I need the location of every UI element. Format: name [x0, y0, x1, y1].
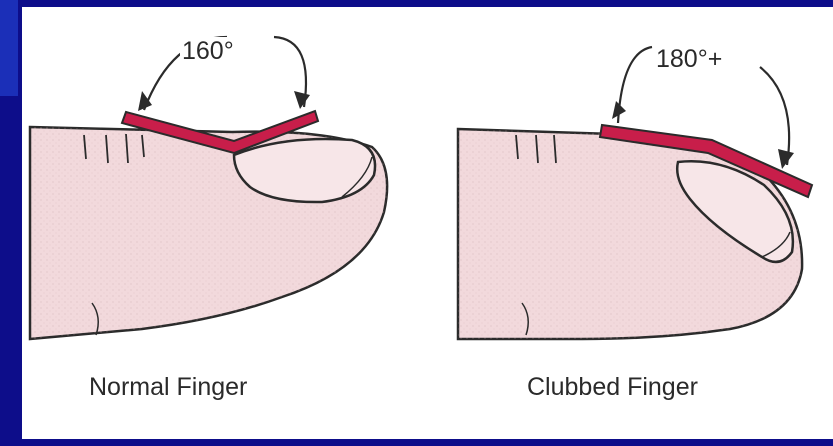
clubbed-finger-caption: Clubbed Finger [527, 373, 698, 402]
normal-angle-label: 160° [180, 37, 236, 66]
normal-finger [30, 37, 387, 339]
illustration-panel: 160° 180°+ Normal Finger Clubbed Finger [22, 7, 833, 439]
clubbed-finger [458, 47, 812, 339]
normal-finger-caption: Normal Finger [89, 373, 247, 402]
clubbed-angle-label: 180°+ [654, 45, 724, 74]
frame-accent [0, 0, 18, 96]
